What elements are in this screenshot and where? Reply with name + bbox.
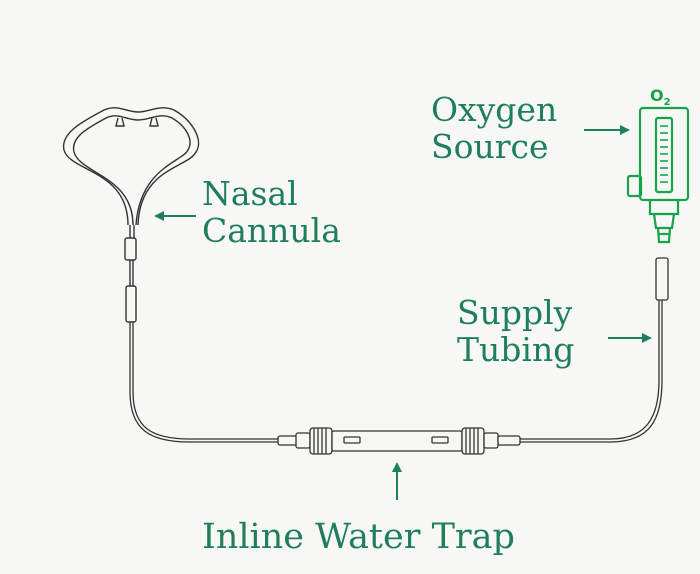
water-trap-icon: [277, 427, 521, 455]
label-nasal-cannula-line1: Nasal: [202, 174, 298, 213]
o2-symbol-letter: O: [650, 86, 664, 105]
label-oxygen-source-line1: Oxygen: [431, 90, 558, 129]
label-supply-tubing-line2: Tubing: [457, 329, 575, 369]
label-oxygen-source: Oxygen Source: [431, 90, 558, 166]
flowmeter-icon: [626, 106, 690, 244]
label-oxygen-source-line2: Source: [431, 126, 549, 166]
label-nasal-cannula-line2: Cannula: [202, 210, 341, 250]
o2-symbol-subscript: 2: [663, 97, 671, 109]
o2-symbol: O2: [650, 86, 671, 108]
supply-tubing-line: [520, 257, 669, 443]
arrow-oxygen-source: [584, 125, 630, 135]
arrow-water-trap: [392, 462, 402, 500]
arrow-supply-tubing: [608, 333, 652, 343]
label-inline-water-trap-text: Inline Water Trap: [202, 517, 515, 557]
nasal-cannula-icon: [63, 107, 200, 323]
label-supply-tubing-line1: Supply: [457, 293, 573, 332]
arrow-nasal-cannula: [154, 211, 196, 221]
label-nasal-cannula: Nasal Cannula: [202, 174, 341, 250]
label-supply-tubing: Supply Tubing: [457, 293, 575, 369]
arrows: [154, 125, 652, 500]
label-inline-water-trap: Inline Water Trap: [202, 517, 515, 557]
tubing-left: [129, 322, 278, 443]
